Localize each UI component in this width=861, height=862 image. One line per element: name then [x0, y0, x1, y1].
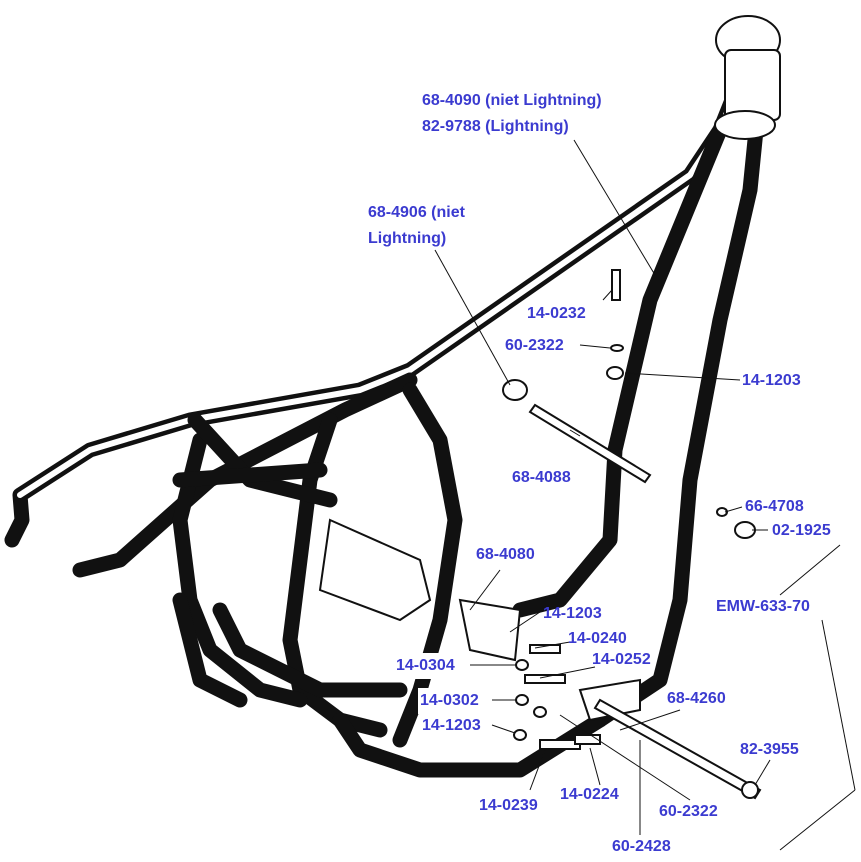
label-14-0304: 14-0304 — [394, 653, 457, 679]
label-14-1203-mid: 14-1203 — [543, 605, 602, 622]
label-82-3955: 82-3955 — [740, 741, 799, 758]
frame-tubes — [4, 52, 768, 778]
label-14-0240: 14-0240 — [568, 630, 627, 647]
small-parts — [502, 269, 762, 800]
label-14-0224: 14-0224 — [560, 786, 619, 803]
label-14-0302: 14-0302 — [418, 688, 481, 714]
label-60-2322-top: 60-2322 — [505, 337, 564, 354]
label-14-0232: 14-0232 — [527, 305, 586, 322]
steering-head — [714, 15, 781, 140]
leader-lines — [434, 139, 856, 851]
label-66-4708: 66-4708 — [745, 498, 804, 515]
label-82-9788: 82-9788 (Lightning) — [422, 118, 569, 135]
label-14-1203-low: 14-1203 — [420, 713, 483, 739]
label-68-4088: 68-4088 — [512, 469, 571, 486]
label-60-2322-low: 60-2322 — [659, 803, 718, 820]
label-14-1203-top: 14-1203 — [742, 372, 801, 389]
label-14-0239: 14-0239 — [479, 797, 538, 814]
label-68-4260: 68-4260 — [667, 690, 726, 707]
label-14-0252: 14-0252 — [592, 651, 651, 668]
label-68-4090: 68-4090 (niet Lightning) — [422, 92, 602, 109]
label-68-4906-line2: Lightning) — [368, 230, 447, 247]
label-68-4906-line1: 68-4906 (niet — [368, 204, 465, 221]
label-emw-633-70: EMW-633-70 — [716, 598, 810, 615]
label-68-4080: 68-4080 — [476, 546, 535, 563]
label-02-1925: 02-1925 — [772, 522, 831, 539]
label-60-2428: 60-2428 — [612, 838, 671, 855]
engine-plates — [318, 518, 641, 722]
